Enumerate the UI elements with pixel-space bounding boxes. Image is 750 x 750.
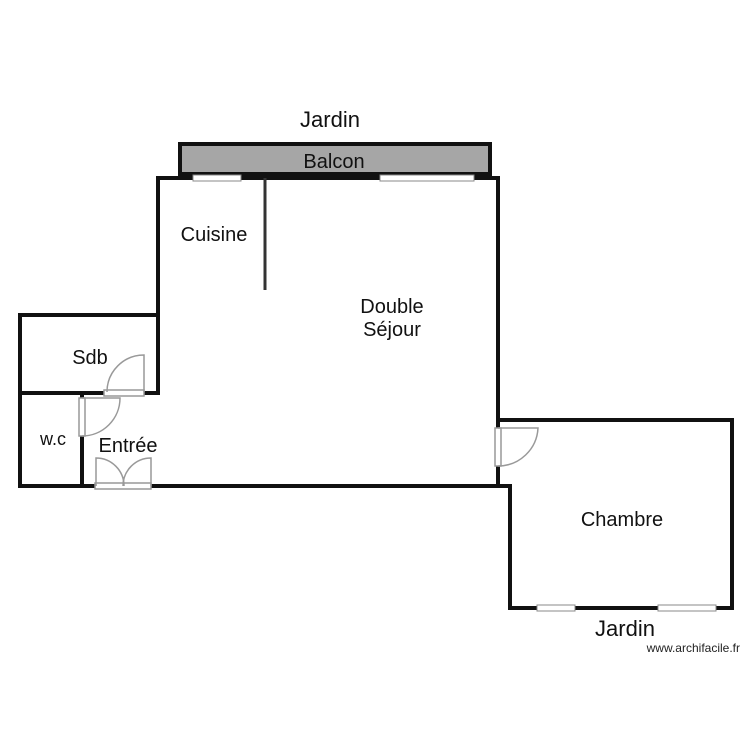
label-balcony: Balcon xyxy=(303,151,364,173)
watermark: www.archifacile.fr xyxy=(646,641,740,655)
door-bathroom-gap xyxy=(103,389,145,397)
windows xyxy=(192,174,717,612)
label-living-line1: Double xyxy=(360,296,423,318)
label-garden-bottom: Jardin xyxy=(595,616,655,641)
label-kitchen: Cuisine xyxy=(181,224,248,246)
label-entrance: Entrée xyxy=(99,435,158,457)
window-bedroom-left xyxy=(536,604,576,612)
window-living xyxy=(379,174,475,182)
doors xyxy=(78,354,539,490)
door-bathroom-swing xyxy=(106,354,145,393)
label-bedroom: Chambre xyxy=(581,509,663,531)
window-bedroom-right xyxy=(657,604,717,612)
door-bedroom-swing xyxy=(497,427,539,467)
door-wc-gap xyxy=(78,397,86,437)
window-kitchen xyxy=(192,174,242,182)
label-bathroom: Sdb xyxy=(72,347,108,369)
door-entrance-right xyxy=(122,457,152,487)
label-living-line2: Séjour xyxy=(363,319,421,341)
door-wc-swing xyxy=(81,397,121,437)
door-bedroom-gap xyxy=(494,427,502,467)
wall-bedroom-outline xyxy=(496,418,734,610)
label-garden-top: Jardin xyxy=(300,107,360,132)
door-entrance-left xyxy=(95,457,125,487)
walls xyxy=(18,176,734,610)
balcony-area xyxy=(178,142,492,176)
label-wc: w.c xyxy=(39,429,66,449)
wall-main-outline xyxy=(18,176,500,488)
